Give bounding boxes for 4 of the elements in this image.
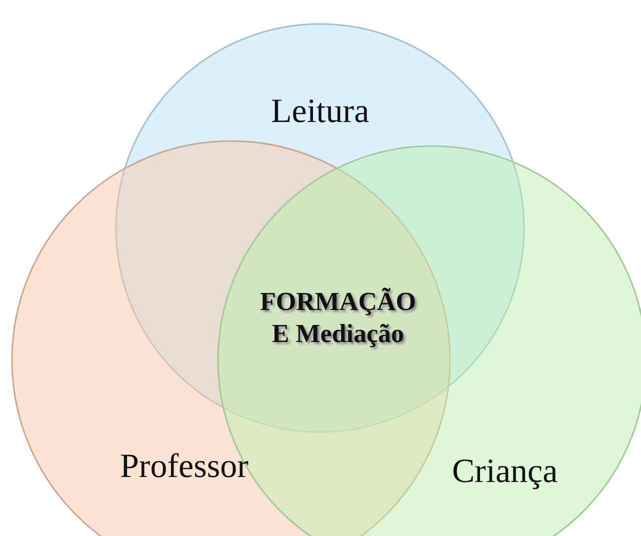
circle-label: Leitura bbox=[271, 93, 370, 131]
circle-label: Criança bbox=[452, 453, 558, 491]
center-label: FORMAÇÃO E Mediação bbox=[260, 286, 416, 350]
circle-label: Professor bbox=[120, 448, 248, 486]
